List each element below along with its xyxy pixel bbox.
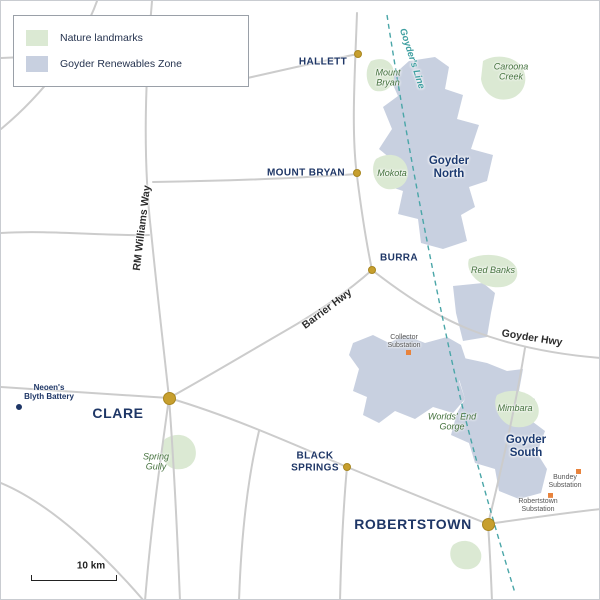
legend-item-nature: Nature landmarks <box>26 30 248 46</box>
legend-item-zone: Goyder Renewables Zone <box>26 56 248 72</box>
nature-robertstown-shape <box>450 540 482 570</box>
minor-road-robertstown-east <box>487 508 599 525</box>
scale-bar <box>31 575 117 581</box>
bundey-substation-line2: Substation <box>548 482 582 489</box>
neoen-blyth-battery-dot <box>16 404 22 410</box>
goyders-line-path <box>386 14 516 594</box>
bundey-substation-marker <box>576 469 581 474</box>
worlds-end-gorge-line2: Gorge <box>439 422 465 432</box>
minor-road-goyder-robertstown <box>487 347 526 525</box>
scale-bar-label: 10 km <box>76 560 106 572</box>
legend: Nature landmarks Goyder Renewables Zone <box>13 15 249 87</box>
hallett-town-dot <box>354 50 362 58</box>
caroona-creek-line2: Creek <box>498 72 523 82</box>
bundey-substation-label: Bundey Substation <box>548 474 581 490</box>
mount-bryan-nature-line2: Bryan <box>376 78 400 88</box>
goyder-north-line2: North <box>433 168 465 180</box>
neoen-line1: Neoen's <box>33 382 65 392</box>
zone-goyder-south-west-lobe <box>349 335 467 423</box>
burra-town-dot <box>368 266 376 274</box>
spring-gully-line1: Spring <box>142 451 170 462</box>
nature-mount-bryan-shape <box>366 59 395 92</box>
collector-substation-label: Collector Substation <box>387 334 420 350</box>
minor-road-robertstown-south <box>487 523 493 599</box>
goyder-south-zone-label: Goyder South <box>506 434 546 460</box>
spring-gully-label: Spring Gully <box>143 452 169 473</box>
minor-road-clare-west <box>1 386 170 399</box>
burra-town-label: BURRA <box>379 252 419 264</box>
zone-goyder-south-north-lobe <box>453 283 495 341</box>
goyder-zone-swatch <box>26 56 48 72</box>
minor-road-clare-south <box>144 397 170 599</box>
minor-road-mount-bryan-west <box>152 173 358 183</box>
spring-gully-line2: Gully <box>145 462 167 472</box>
mount-bryan-town-dot <box>353 169 361 177</box>
zone-goyder-north-shape <box>379 57 493 249</box>
red-banks-label: Red Banks <box>470 264 516 275</box>
minor-road-black-springs-south <box>339 466 348 599</box>
nature-landmarks-swatch <box>26 30 48 46</box>
nature-caroona-creek-shape <box>481 56 526 100</box>
road-barrier-hwy <box>168 269 373 399</box>
neoen-line2: Blyth Battery <box>24 392 74 401</box>
goyder-south-line2: South <box>509 447 543 459</box>
minor-road-left-mid <box>1 231 150 237</box>
neoen-blyth-battery-label: Neoen's Blyth Battery <box>24 383 74 401</box>
robertstown-substation-line1: Robertstown <box>518 497 558 505</box>
legend-label: Goyder Renewables Zone <box>60 58 182 70</box>
collector-substation-marker <box>406 350 411 355</box>
black-springs-line2: SPRINGS <box>291 462 339 473</box>
nature-landmark-shapes <box>161 56 539 570</box>
hallett-town-label: HALLETT <box>298 56 348 68</box>
minor-road-bottom-centre <box>238 430 260 599</box>
nature-red-banks-shape <box>468 254 518 288</box>
collector-substation-line2: Substation <box>387 342 421 349</box>
caroona-creek-line1: Caroona <box>493 61 529 72</box>
clare-town-dot <box>163 392 176 405</box>
bundey-substation-line1: Bundey <box>553 473 577 481</box>
legend-label: Nature landmarks <box>60 32 143 44</box>
black-springs-town-dot <box>343 463 351 471</box>
caroona-creek-label: Caroona Creek <box>494 62 529 83</box>
collector-substation-line1: Collector <box>390 333 418 341</box>
nature-mokota-shape <box>373 154 408 190</box>
mount-bryan-nature-line1: Mount <box>375 67 401 78</box>
robertstown-substation-label: Robertstown Substation <box>518 498 557 514</box>
nature-mimbara-shape <box>495 390 539 428</box>
clare-town-label: CLARE <box>92 404 144 421</box>
mount-bryan-town-label: MOUNT BRYAN <box>266 167 346 179</box>
mount-bryan-nature-label: Mount Bryan <box>375 68 400 89</box>
nature-spring-gully-shape <box>161 434 196 470</box>
robertstown-substation-line2: Substation <box>521 506 555 513</box>
robertstown-substation-marker <box>548 493 553 498</box>
black-springs-line1: BLACK <box>296 450 334 462</box>
mokota-label: Mokota <box>377 167 407 178</box>
goyder-north-zone-label: Goyder North <box>429 155 469 181</box>
goyder-zone-shapes <box>349 57 547 499</box>
goyder-south-line1: Goyder <box>505 433 547 446</box>
road-rm-williams-way <box>144 1 181 599</box>
worlds-end-gorge-label: Worlds' End Gorge <box>428 412 476 433</box>
mimbara-label: Mimbara <box>497 402 533 413</box>
goyder-north-line1: Goyder <box>428 154 470 167</box>
road-goyder-hwy <box>371 269 599 359</box>
robertstown-town-label: ROBERTSTOWN <box>354 515 472 532</box>
minor-road-sw-corner <box>1 482 144 599</box>
robertstown-town-dot <box>482 518 495 531</box>
black-springs-town-label: BLACK SPRINGS <box>291 451 339 474</box>
worlds-end-gorge-line1: Worlds' End <box>427 411 477 422</box>
zone-goyder-south-east-lobe <box>451 357 547 499</box>
